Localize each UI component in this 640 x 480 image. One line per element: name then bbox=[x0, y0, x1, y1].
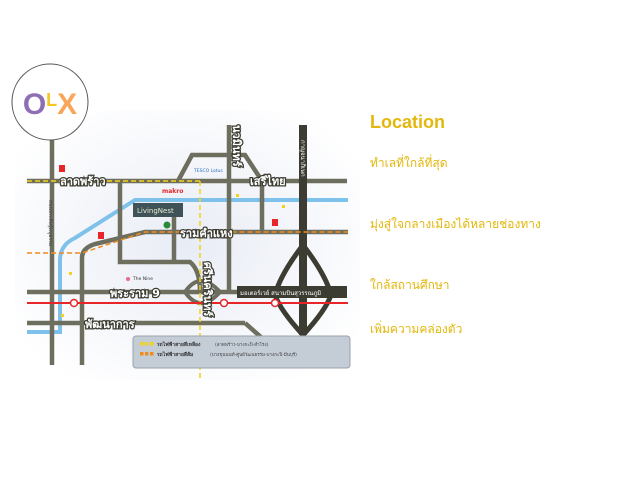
legend-orange-line: รถไฟฟ้าสายสีส้ม bbox=[157, 351, 193, 358]
legend-orange-route: (บางขุนนนท์-ศูนย์วัฒนธรรม-บางกะปิ-มีนบุร… bbox=[210, 351, 297, 358]
road-label-kanchanaphisek: กาญจนาภิเษก bbox=[299, 140, 306, 177]
map-legend: รถไฟฟ้าสายสีเหลือง (ลาดพร้าว-บางกะปิ-สำโ… bbox=[132, 335, 351, 369]
expressway bbox=[299, 125, 307, 335]
olx-logo: OLX bbox=[11, 63, 89, 141]
tesco-label: TESCO Lotus bbox=[193, 168, 223, 174]
legend-yellow-line: รถไฟฟ้าสายสีเหลือง bbox=[157, 341, 201, 348]
location-map: ลาดพร้าว เสรีไทย รามคำแหง พระราม 9 พัฒนา… bbox=[11, 63, 360, 380]
road-label-ramkhamhaeng: รามคำแหง bbox=[180, 227, 233, 240]
orange-line bbox=[27, 231, 348, 254]
location-title: Location bbox=[370, 112, 445, 132]
road-label-left: ถนนประดิษฐ์มนูธรรม bbox=[47, 200, 54, 246]
road-label-rama9: พระราม 9 bbox=[110, 287, 160, 300]
logo-text: OLX bbox=[23, 88, 77, 121]
canal bbox=[27, 198, 348, 334]
legend-yellow-route: (ลาดพร้าว-บางกะปิ-สำโรง) bbox=[215, 341, 269, 348]
road-label-srinakarin: ศรีนครินทร์ bbox=[201, 262, 214, 316]
feature-convenience: เพิ่มความคล่องตัว bbox=[370, 322, 463, 336]
feature-nearest: ทำเลที่ใกล้ที่สุด bbox=[370, 156, 448, 170]
feature-education: ใกล้สถานศึกษา bbox=[370, 278, 450, 292]
feature-city-access: มุ่งสู่ใจกลางเมืองได้หลายช่องทาง bbox=[370, 217, 541, 231]
road-label-nawamin: นวมินทร์ bbox=[230, 125, 243, 167]
road-label-phatthanakan: พัฒนาการ bbox=[85, 318, 135, 331]
the-nine-label: The Nine bbox=[132, 276, 153, 282]
road-label-seri-thai: เสรีไทย bbox=[250, 174, 286, 188]
road-label-motorway: มอเตอร์เวย์ สนามบินสุวรรณภูมิ bbox=[240, 289, 321, 297]
living-nest-label: LivingNest bbox=[137, 207, 174, 215]
road-label-lat-phrao: ลาดพร้าว bbox=[60, 175, 106, 188]
stations bbox=[69, 298, 280, 308]
makro-label: makro bbox=[162, 188, 183, 195]
living-nest-project bbox=[133, 203, 183, 217]
